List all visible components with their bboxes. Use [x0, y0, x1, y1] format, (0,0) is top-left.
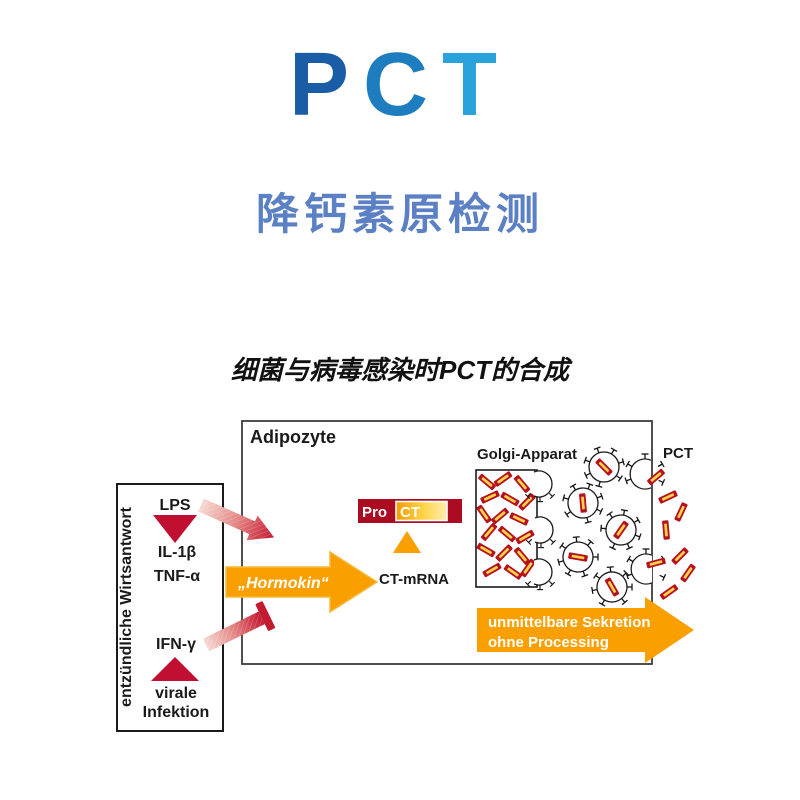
title-letter-t: T [442, 35, 511, 135]
page-subtitle: 降钙素原检测 [256, 191, 544, 239]
secretion-line1: unmittelbare Sekretion [488, 614, 651, 631]
tnfa-label: TNF-α [154, 568, 200, 585]
pct-label: PCT [663, 445, 693, 462]
bacterial-triangle-icon [153, 515, 197, 543]
ct-mrna-label: CT-mRNA [379, 571, 449, 588]
ifng-label: IFN-γ [156, 636, 196, 653]
secretion-line2: ohne Processing [488, 634, 609, 651]
lps-label: LPS [159, 497, 190, 514]
viral-triangle-icon [151, 657, 199, 681]
proct-bar: Pro CT [358, 499, 462, 523]
il1b-label: IL-1β [158, 544, 196, 561]
secretion-arrow: unmittelbare Sekretion ohne Processing [477, 597, 694, 663]
hormokin-arrow: „Hormokin“ [225, 550, 379, 614]
host-response-box: entzündliche Wirtsantwort LPS IL-1β TNF-… [116, 483, 224, 732]
page-title: PCT [0, 40, 800, 130]
infektion-label: Infektion [143, 704, 210, 721]
ifng-inhibition-arrow-icon [202, 601, 275, 652]
proct-ct-label: CT [400, 504, 420, 521]
proct-pro-label: Pro [362, 504, 387, 521]
hormokin-label: „Hormokin“ [237, 575, 329, 592]
lps-stimulus-arrow-icon [198, 498, 275, 541]
virale-label: virale [155, 685, 197, 702]
diagram-figure: Adipozyte Golgi-Apparat PCT [116, 420, 697, 732]
translation-triangle-icon [393, 531, 421, 553]
host-response-label: entzündliche Wirtsantwort [118, 506, 135, 707]
secreted-pct-rods [645, 468, 697, 601]
title-letter-p: P [288, 35, 364, 135]
golgi-label: Golgi-Apparat [477, 446, 577, 463]
adipozyte-label: Adipozyte [250, 427, 336, 447]
diagram-caption: 细菌与病毒感染时PCT的合成 [230, 355, 569, 385]
title-letter-c: C [363, 35, 443, 135]
